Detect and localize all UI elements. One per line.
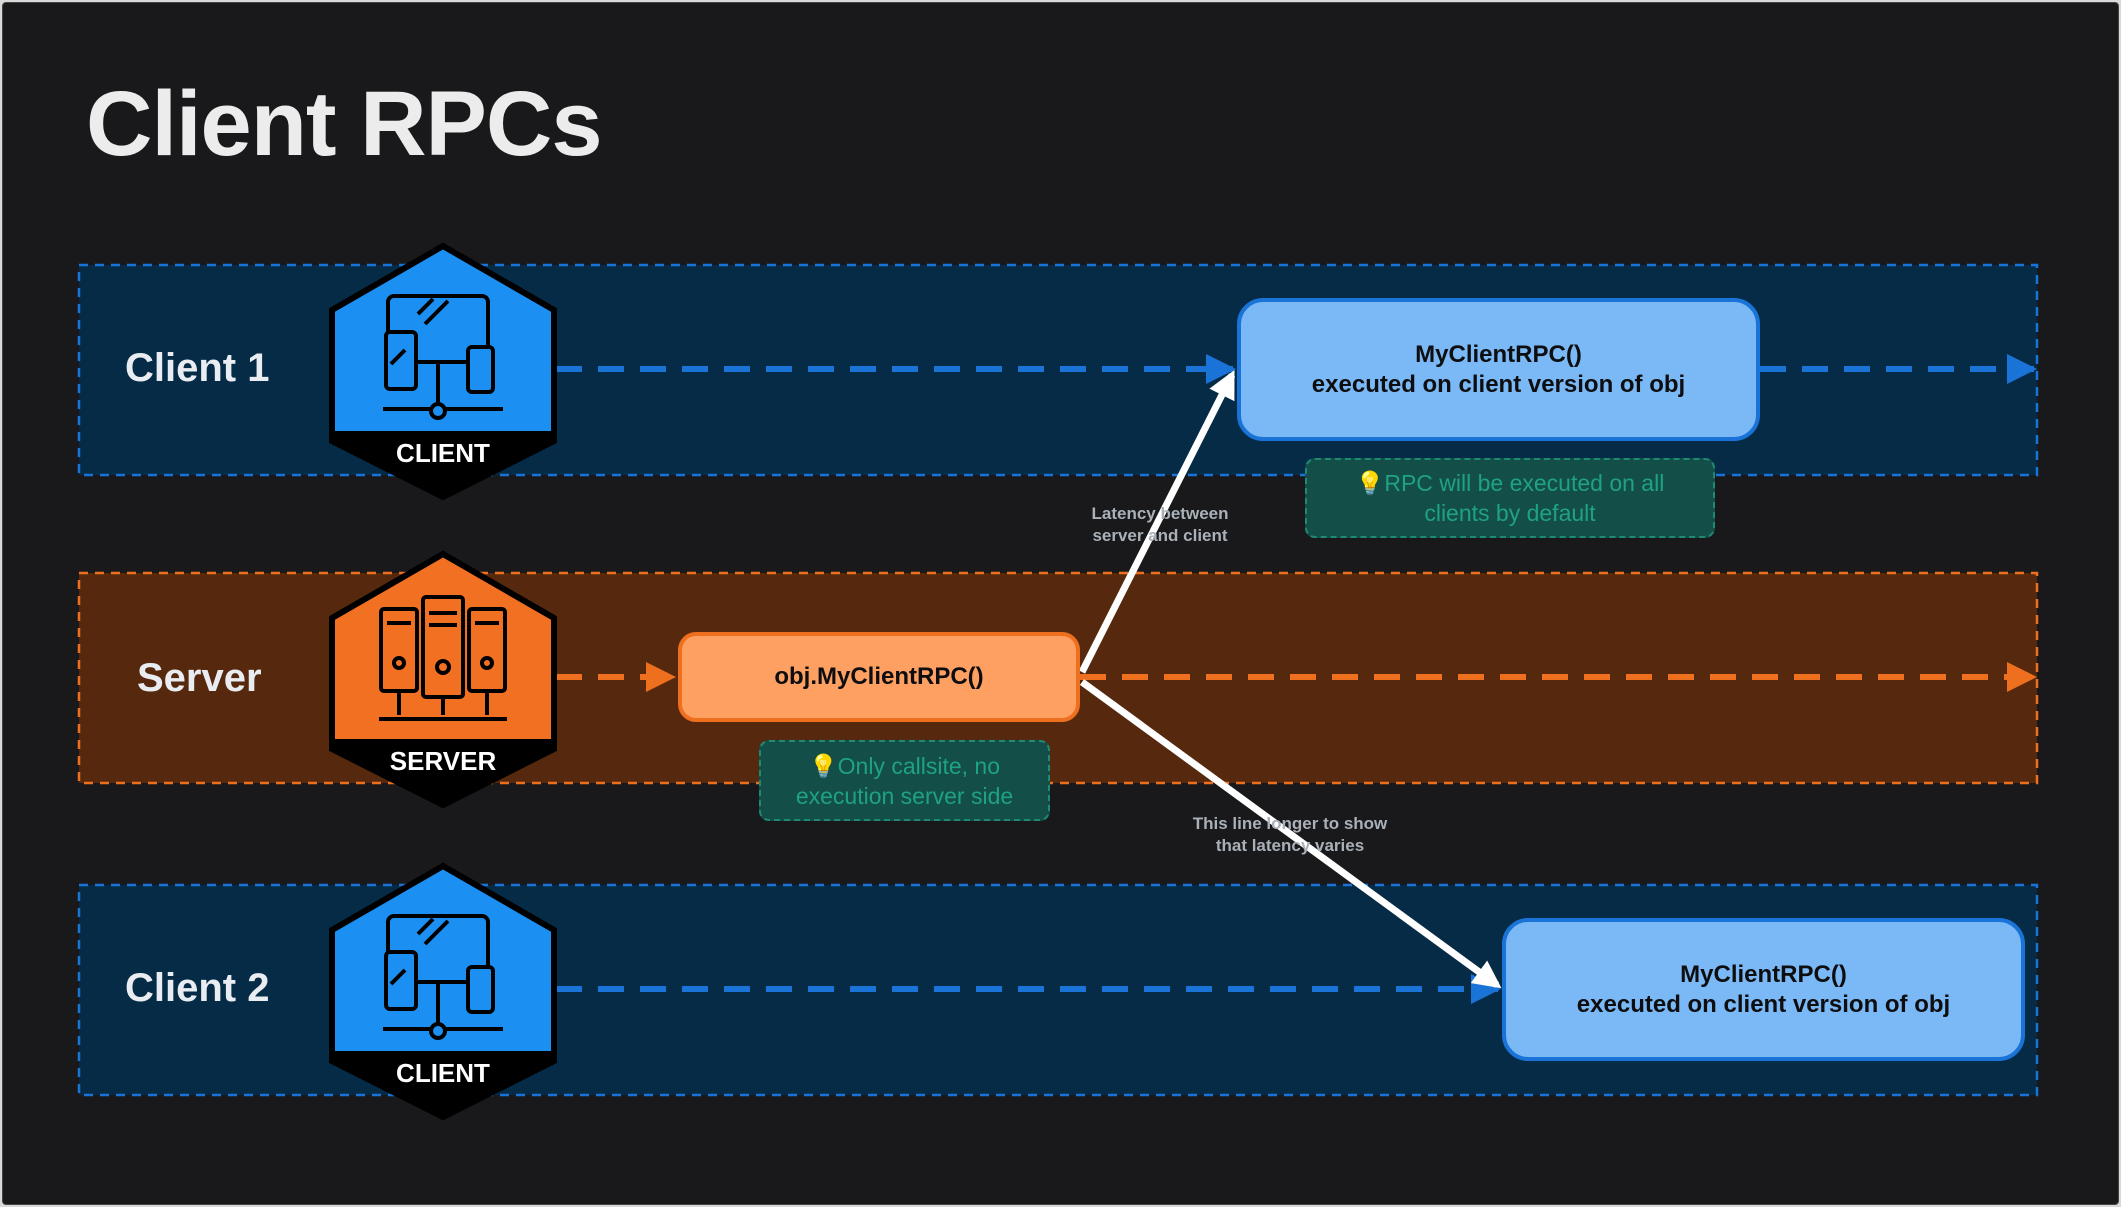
server-call-box: obj.MyClientRPC() xyxy=(678,632,1080,722)
client1-lane-label: Client 1 xyxy=(125,346,270,390)
client2-lane-label: Client 2 xyxy=(125,966,270,1010)
latency-annotation-line2: server and client xyxy=(1092,526,1228,545)
server-note: 💡Only callsite, no execution server side xyxy=(759,740,1050,821)
client1-badge xyxy=(329,242,557,501)
client1-badge-label: CLIENT xyxy=(396,438,490,468)
client-devices-icon xyxy=(383,914,503,1040)
latency-annotation: Latency between server and client xyxy=(1060,503,1260,547)
server-badge-label: SERVER xyxy=(389,746,497,776)
client2-badge-label: CLIENT xyxy=(396,1058,490,1088)
server-call-label: obj.MyClientRPC() xyxy=(774,663,984,690)
client-devices-icon xyxy=(383,294,503,420)
client-note-line1: RPC will be executed on all xyxy=(1384,470,1665,496)
client2-exec-subtitle: executed on client version of obj xyxy=(1576,990,1951,1018)
client-note: 💡RPC will be executed on all clients by … xyxy=(1305,458,1715,538)
client1-exec-subtitle: executed on client version of obj xyxy=(1311,370,1686,398)
server-rack-icon xyxy=(379,595,507,721)
lightbulb-icon: 💡 xyxy=(809,752,838,779)
server-note-line1: Only callsite, no xyxy=(837,752,1000,779)
server-badge xyxy=(329,550,557,809)
server-lane-label: Server xyxy=(137,656,262,700)
server-note-line2: execution server side xyxy=(795,782,1014,809)
client-note-line2: clients by default xyxy=(1424,500,1596,526)
latency-arrow-client1 xyxy=(1078,370,1236,674)
longer-line-annotation: This line longer to show that latency va… xyxy=(1160,813,1420,857)
client2-exec-title: MyClientRPC() xyxy=(1680,960,1847,988)
lightbulb-icon: 💡 xyxy=(1355,470,1385,496)
client1-exec-box: MyClientRPC() executed on client version… xyxy=(1237,298,1760,441)
page-title: Client RPCs xyxy=(86,73,603,175)
client2-badge xyxy=(329,862,557,1121)
latency-annotation-line1: Latency between xyxy=(1091,504,1229,523)
longer-line-annotation-line2: that latency varies xyxy=(1215,836,1365,855)
client1-exec-title: MyClientRPC() xyxy=(1415,340,1582,368)
client2-exec-box: MyClientRPC() executed on client version… xyxy=(1502,918,2025,1061)
longer-line-annotation-line1: This line longer to show xyxy=(1192,814,1388,833)
latency-arrow-client2 xyxy=(1079,679,1502,989)
